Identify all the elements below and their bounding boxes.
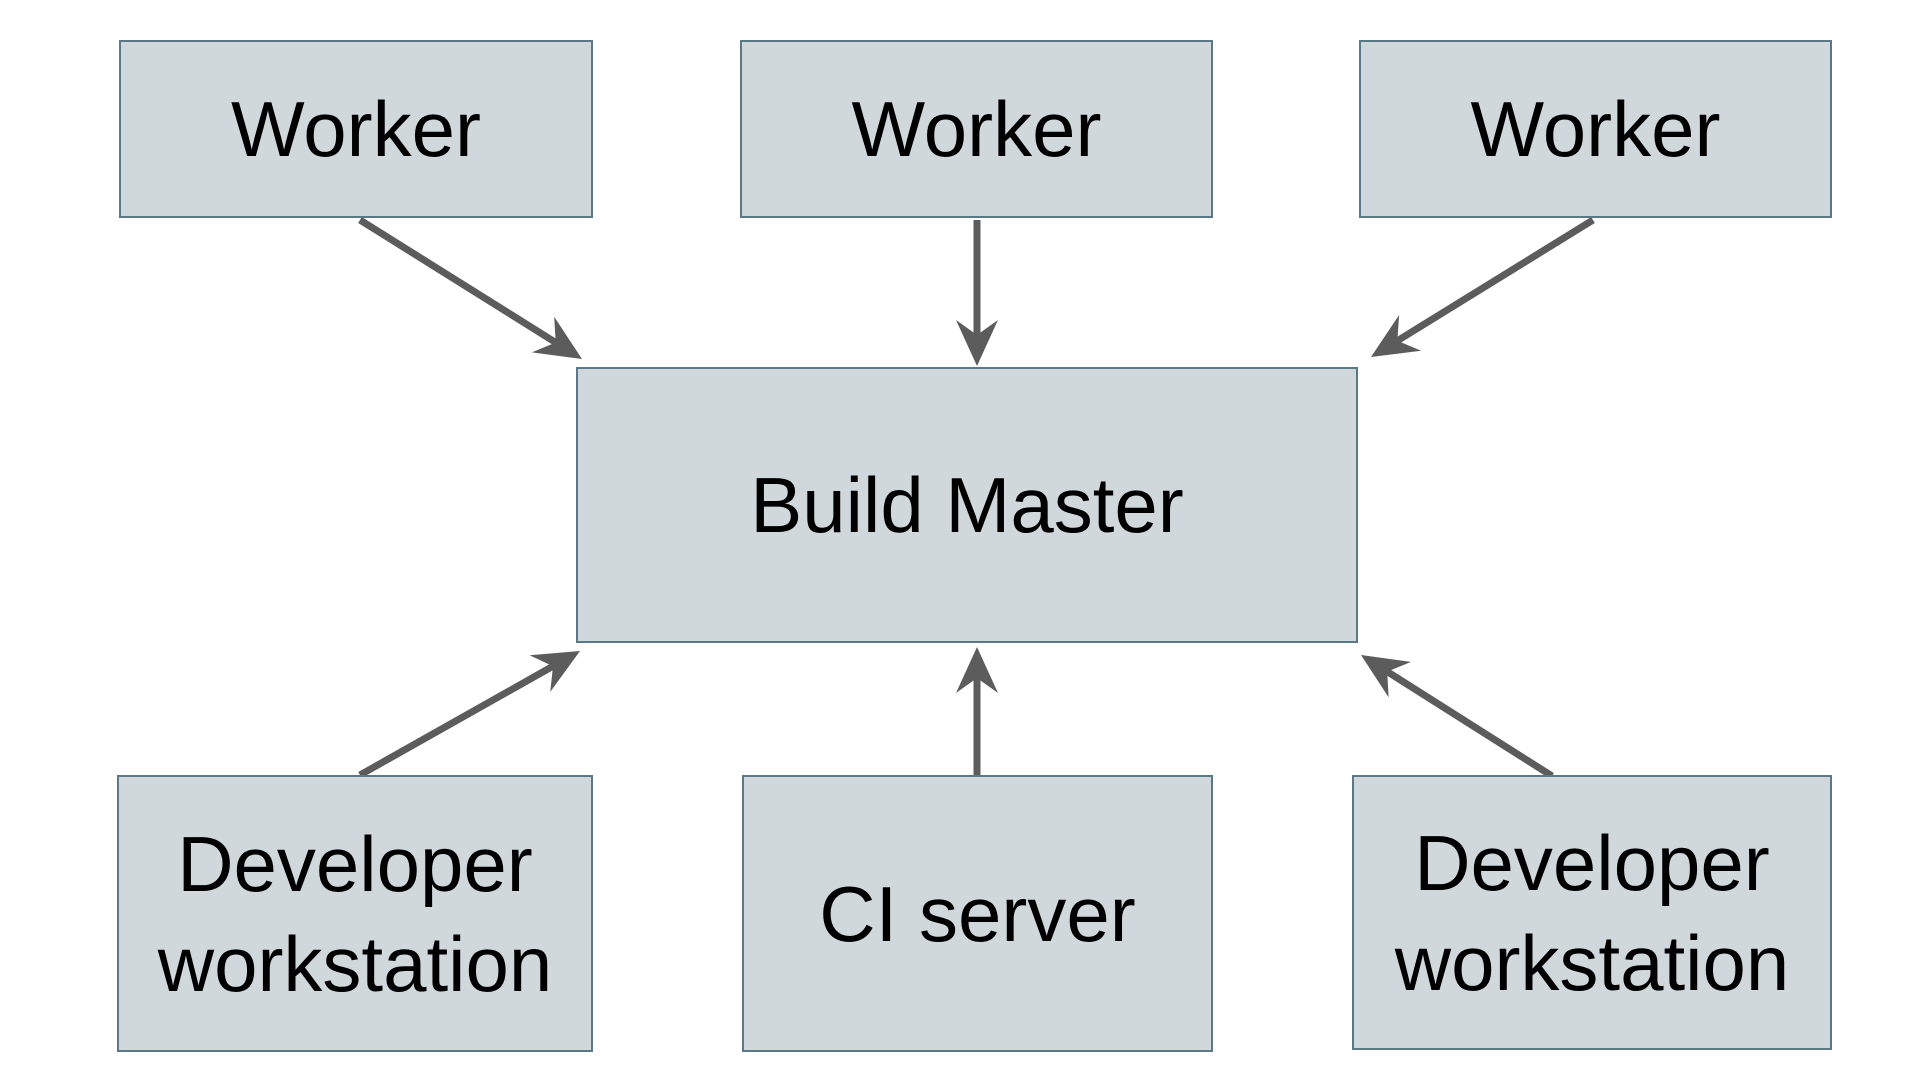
arrow-worker-2-to-build-master: [956, 220, 998, 366]
node-worker-1-label: Worker: [231, 85, 481, 173]
arrow-worker-3-to-build-master: [1371, 217, 1595, 357]
node-ci-server-label: CI server: [819, 869, 1136, 958]
node-developer-workstation-left-label: Developer workstation: [157, 819, 553, 1008]
arrow-ci-server-to-build-master: [956, 647, 998, 775]
node-build-master: Build Master: [576, 367, 1358, 643]
node-worker-3-label: Worker: [1470, 85, 1721, 173]
node-developer-workstation-right: Developer workstation: [1352, 775, 1832, 1050]
arrowhead-icon: [1371, 314, 1422, 357]
node-developer-workstation-right-label: Developer workstation: [1394, 818, 1790, 1007]
arrowhead-icon: [956, 320, 998, 366]
arrowhead-icon: [956, 647, 998, 693]
node-worker-2: Worker: [740, 40, 1213, 218]
node-build-master-label: Build Master: [750, 461, 1184, 549]
arrowhead-icon: [1361, 655, 1412, 698]
node-worker-3: Worker: [1359, 40, 1832, 218]
node-worker-1: Worker: [119, 40, 593, 218]
arrow-developer-workstation-left-to-build-master: [358, 651, 580, 779]
node-worker-2-label: Worker: [851, 85, 1102, 173]
node-developer-workstation-left: Developer workstation: [117, 775, 593, 1052]
arrow-worker-1-to-build-master: [358, 217, 582, 359]
arrow-developer-workstation-right-to-build-master: [1361, 655, 1554, 779]
node-ci-server: CI server: [742, 775, 1213, 1052]
